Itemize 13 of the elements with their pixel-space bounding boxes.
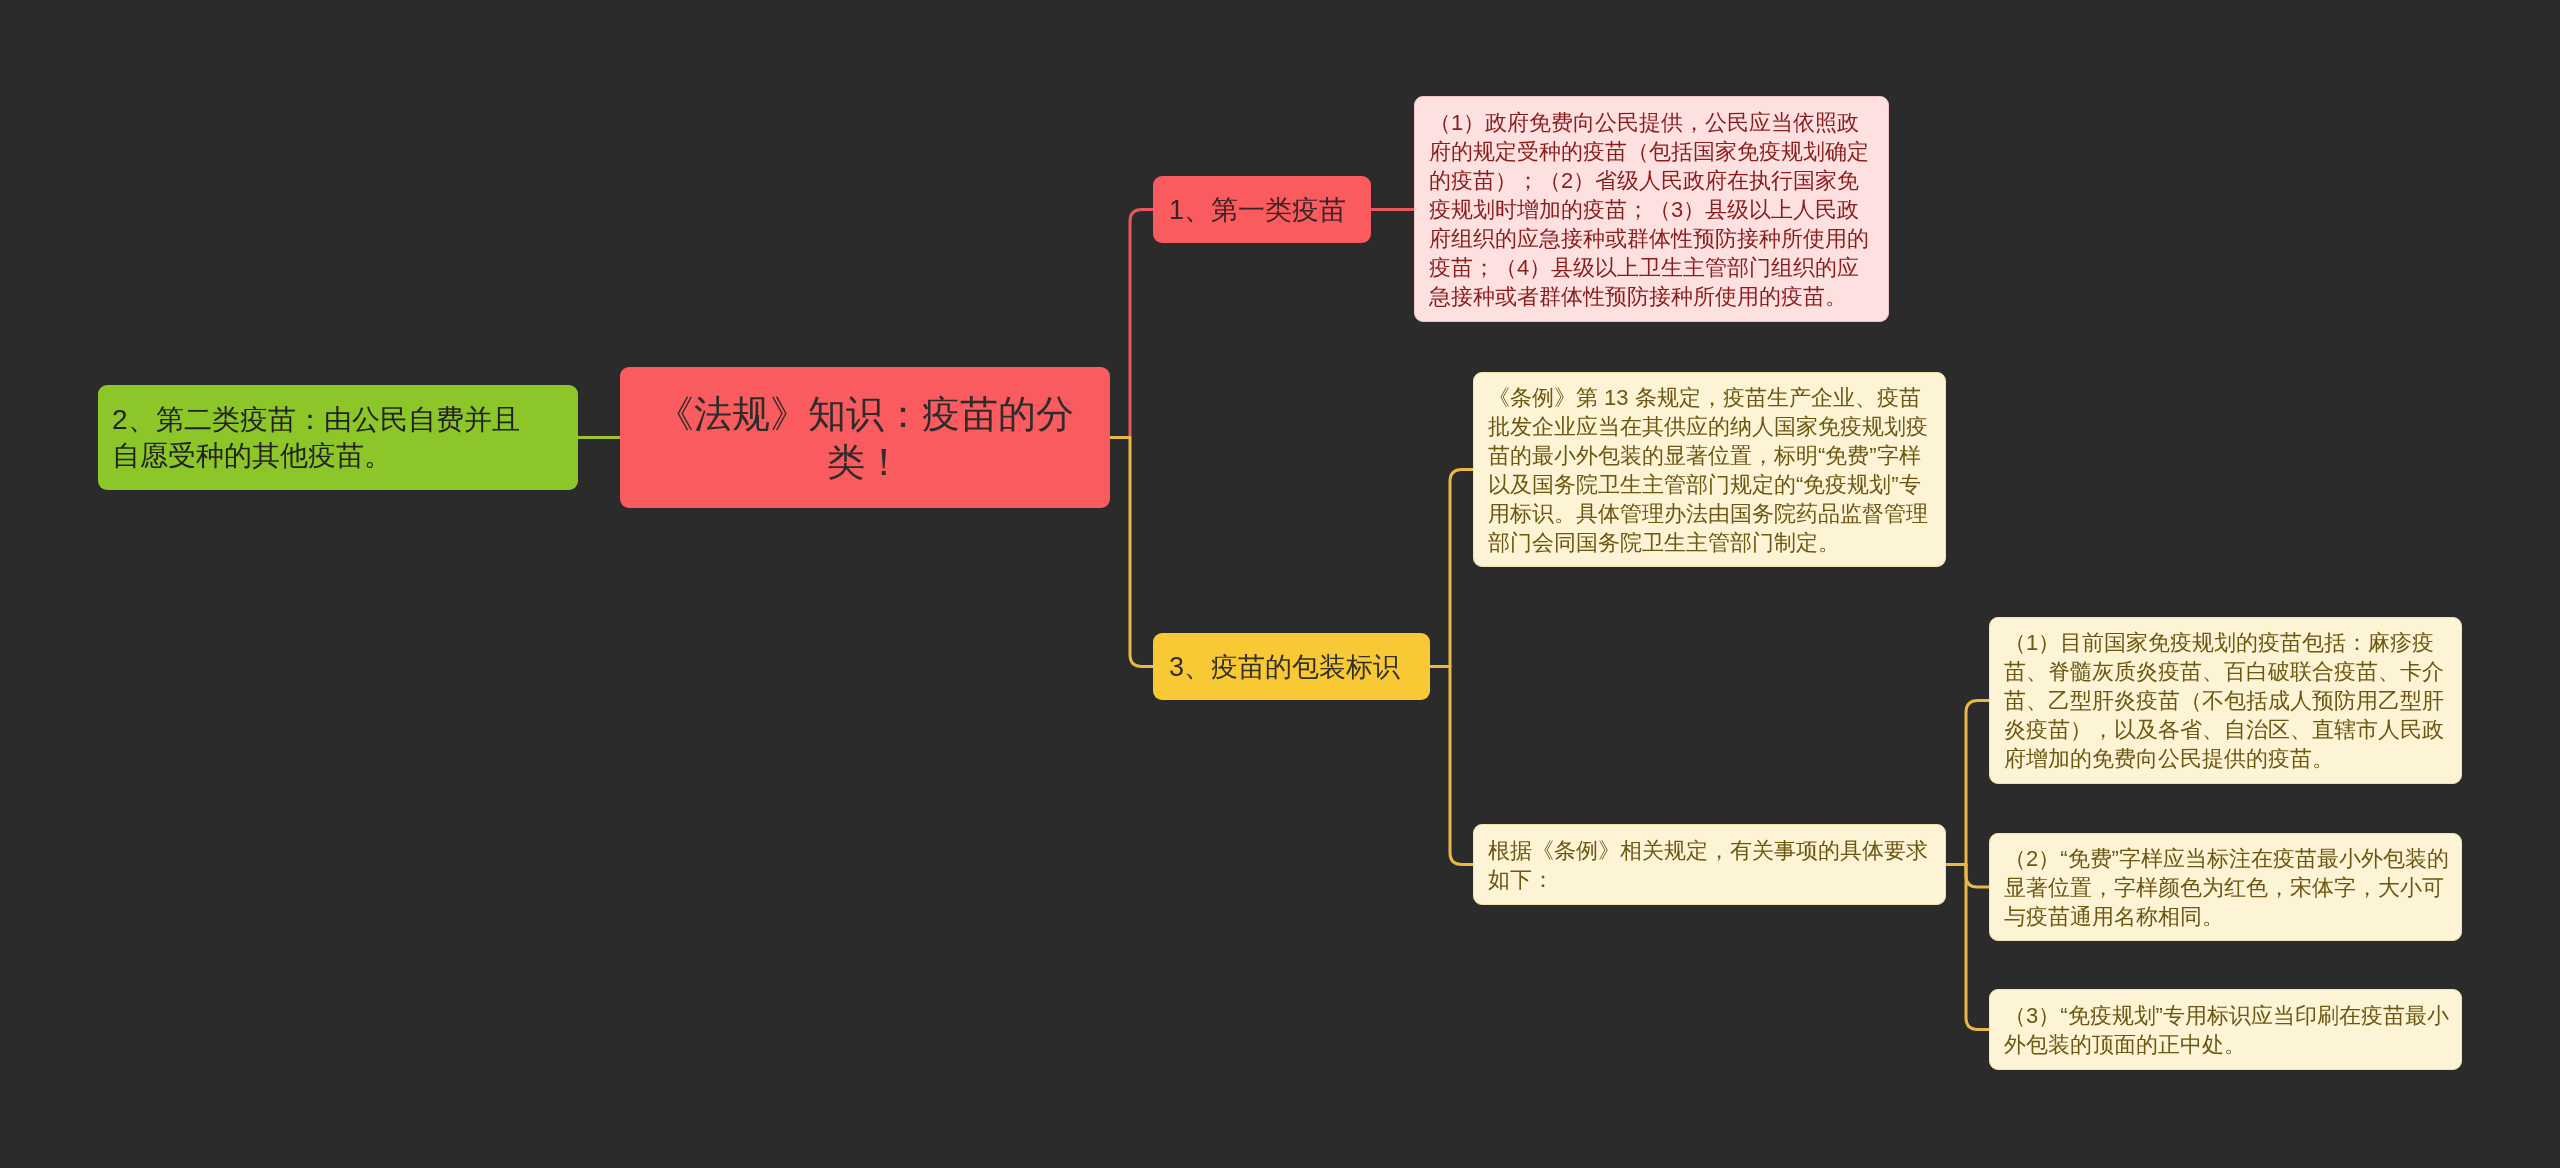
connector-line	[1371, 208, 1414, 211]
connector-line	[578, 436, 620, 439]
note-box: （2）“免费”字样应当标注在疫苗最小外包装的显著位置，字样颜色为红色，宋体字，大小可与疫苗通用名称相同。	[1989, 833, 2462, 941]
topic-box: 1、第一类疫苗	[1153, 176, 1371, 243]
connector-line	[1110, 436, 1153, 668]
topic-box: 3、疫苗的包装标识	[1153, 633, 1430, 700]
note-box: （3）“免疫规划”专用标识应当印刷在疫苗最小外包装的顶面的正中处。	[1989, 989, 2462, 1070]
note-box: 《条例》第 13 条规定，疫苗生产企业、疫苗批发企业应当在其供应的纳人国家免疫规划疫苗的最小外包装的显著位置，标明“免费”字样以及国务院卫生主管部门规定的“免疫规划”专用标识。具体管理办法由国务院药品监督管理部门会同国务院卫生主管部门制定。	[1473, 372, 1946, 567]
note-box: （1）政府免费向公民提供，公民应当依照政府的规定受种的疫苗（包括国家免疫规划确定的疫苗）；（2）省级人民政府在执行国家免疫规划时增加的疫苗；（3）县级以上人民政府组织的应急接种或群体性预防接种所使用的疫苗；（4）县级以上卫生主管部门组织的应急接种或者群体性预防接种所使用的疫苗。	[1414, 96, 1889, 322]
central-topic-box: 《法规》知识：疫苗的分类！	[620, 367, 1110, 508]
note-box: 根据《条例》相关规定，有关事项的具体要求如下：	[1473, 824, 1946, 905]
note-box: （1）目前国家免疫规划的疫苗包括：麻疹疫苗、脊髓灰质炎疫苗、百白破联合疫苗、卡介苗、乙型肝炎疫苗（不包括成人预防用乙型肝炎疫苗），以及各省、自治区、直辖市人民政府增加的免费向公民提供的疫苗。	[1989, 617, 2462, 784]
topic-box: 2、第二类疫苗：由公民自费并且自愿受种的其他疫苗。	[98, 385, 578, 490]
